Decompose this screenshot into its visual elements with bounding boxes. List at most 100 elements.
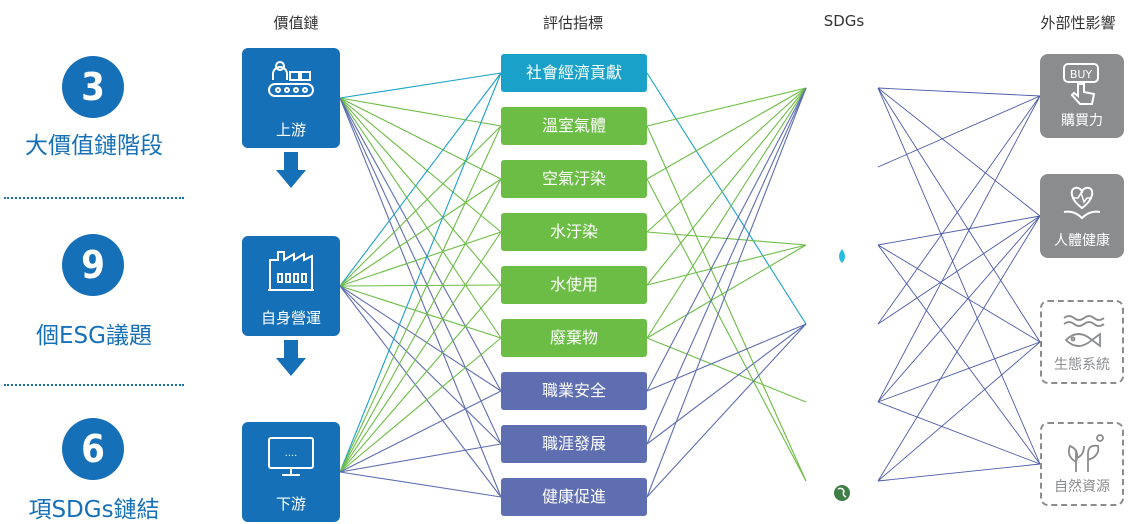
plant-icon: [1067, 434, 1104, 472]
connection-line: [646, 87, 807, 233]
connection-line: [877, 87, 1041, 465]
connection-line: [877, 215, 1041, 403]
book-pencil-icon: [824, 165, 860, 191]
down-arrow-icon: [276, 152, 306, 188]
connection-line: [877, 87, 1041, 97]
connection-line: [646, 125, 807, 482]
connection-line: [646, 87, 807, 127]
connection-line: [339, 284, 502, 473]
connection-line: [339, 97, 502, 445]
factory-icon: [268, 251, 314, 291]
connection-line: [877, 341, 1041, 403]
connection-line: [877, 215, 1041, 246]
connection-line: [339, 390, 502, 473]
connection-line: [646, 337, 807, 403]
summary-label-stages: 大價值鏈階段: [25, 133, 163, 159]
connection-line: [339, 72, 502, 99]
externality-natural-resources: 自然資源: [1040, 422, 1124, 506]
down-arrow-icon: [276, 340, 306, 376]
heart-hand-icon: [1063, 186, 1101, 220]
connection-line: [339, 285, 502, 498]
externality-label: 人體健康: [1054, 233, 1110, 249]
connection-line: [339, 285, 502, 339]
connection-line: [877, 95, 1041, 403]
connection-line: [339, 97, 502, 233]
connection-line: [646, 87, 807, 180]
sdg-8-tile: 8 DECENT WORK AND ECONOMIC GROWTH: [806, 288, 878, 360]
connection-line: [646, 87, 807, 392]
value-chain-label: 上游: [275, 121, 306, 139]
connection-line: [877, 87, 1041, 343]
monitor-icon: ....: [268, 437, 314, 476]
connection-line: [339, 231, 502, 473]
water-drop-icon: [828, 243, 856, 269]
sdg-number: 4: [812, 135, 823, 155]
svg-text:....: ....: [285, 448, 298, 459]
sdg-number: 12: [812, 370, 834, 390]
summary-number-stages: 3: [62, 56, 124, 118]
sdg-number: 13: [812, 449, 834, 469]
growth-chart-icon: [825, 319, 857, 348]
divider: [4, 197, 184, 199]
indicator-career-development: 職涯發展: [501, 425, 647, 463]
connection-line: [339, 72, 502, 287]
svg-text:BUY: BUY: [1070, 68, 1093, 81]
indicator-air-pollution: 空氣汙染: [501, 160, 647, 198]
value-chain-downstream: .... 下游: [242, 422, 340, 522]
value-chain-label: 自身營運: [260, 309, 321, 327]
connection-line: [646, 72, 807, 325]
sdg-3-tile: 3 GOOD HEALTH AND WELL-BEING: [806, 52, 878, 124]
conveyor-worker-icon: [268, 61, 314, 97]
connection-line: [877, 95, 1041, 168]
connection-line: [646, 323, 807, 392]
header-indicators: 評估指標: [542, 14, 603, 32]
connection-line: [339, 285, 502, 392]
connection-line: [646, 87, 807, 339]
indicator-ghg: 溫室氣體: [501, 107, 647, 145]
connection-line: [339, 97, 502, 498]
indicator-socioeconomic: 社會經濟貢獻: [501, 54, 647, 92]
connection-line: [339, 337, 502, 473]
connection-line: [339, 443, 502, 473]
header-sdgs: SDGs: [823, 12, 865, 30]
sdg-title: DECENT WORK AND ECONOMIC GROWTH: [828, 293, 873, 311]
sdg-13-tile: 13 CLIMATE ACTION: [806, 445, 878, 517]
sdg-title: CLIMATE ACTION: [828, 450, 875, 456]
indicator-waste: 廢棄物: [501, 319, 647, 357]
connection-line: [339, 178, 502, 473]
connection-line: [877, 215, 1041, 482]
summary-number-issues: 9: [62, 234, 124, 296]
indicator-occupational-safety: 職業安全: [501, 372, 647, 410]
sdg-4-tile: 4 QUALITY EDUCATION: [806, 131, 878, 203]
summary-label-issues: 個ESG議題: [36, 323, 152, 349]
externality-label: 生態系統: [1054, 357, 1110, 373]
indicator-health-promotion: 健康促進: [501, 478, 647, 516]
connection-line: [877, 215, 1041, 325]
sdg-6-tile: 6 CLEAN WATER AND SANITATION: [806, 209, 878, 281]
externality-human-health: 人體健康: [1040, 174, 1124, 258]
indicator-water-use: 水使用: [501, 266, 647, 304]
connection-line: [339, 471, 502, 498]
connection-line: [339, 284, 502, 287]
sdg-number: 8: [812, 292, 823, 312]
externality-purchasing-power: BUY 購買力: [1040, 54, 1124, 138]
summary-label-sdgs: 項SDGs鏈結: [28, 497, 160, 523]
sdg-12-tile: 12 RESPONSIBLE CONSUMPTION AND PRODUCTIO…: [806, 366, 878, 438]
buy-hand-icon: BUY: [1063, 63, 1099, 105]
sdg-number: 6: [812, 213, 823, 233]
sdg-title: RESPONSIBLE CONSUMPTION AND PRODUCTION: [828, 371, 871, 395]
connection-line: [339, 125, 502, 473]
fish-wave-icon: [1063, 315, 1105, 348]
connection-line: [877, 341, 1041, 482]
externality-ecosystem: 生態系統: [1040, 300, 1124, 384]
eye-globe-icon: [822, 484, 862, 502]
value-chain-label: 下游: [275, 495, 306, 513]
connection-line: [339, 72, 502, 473]
indicator-water-pollution: 水汙染: [501, 213, 647, 251]
connection-line: [877, 87, 1041, 217]
connection-line: [646, 87, 807, 286]
connection-line: [339, 97, 502, 127]
value-chain-upstream: 上游: [242, 48, 340, 148]
value-chain-own-operations: 自身營運: [242, 236, 340, 336]
